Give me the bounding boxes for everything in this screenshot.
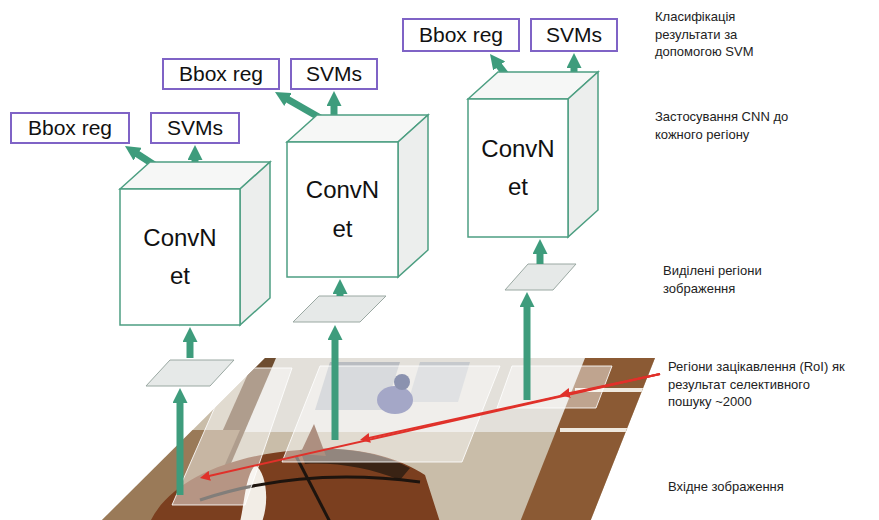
convnet-cube: ConvN et: [468, 72, 598, 237]
region-patch: [293, 296, 386, 322]
input-photo: [90, 350, 670, 520]
cube-front: ConvN et: [120, 189, 240, 325]
output-name: SVMs: [167, 116, 223, 139]
output-box: Bbox reg: [402, 18, 520, 52]
region-patch: [146, 360, 234, 386]
step-note: Регіони зацікавлення (RoI) як результат …: [668, 358, 856, 411]
flow-arrow: [332, 337, 339, 440]
flow-arrow: [177, 400, 184, 495]
photo-ground: [90, 350, 670, 520]
cube-face: [398, 115, 428, 277]
convnet-cube: ConvN et: [120, 162, 270, 325]
leader-line: [568, 374, 660, 393]
flow-arrow: [337, 291, 344, 296]
flow-arrow: [524, 304, 531, 400]
output-box: Bbox reg: [10, 112, 130, 144]
output-box: SVMs: [290, 58, 378, 90]
cube-face: [568, 72, 598, 237]
network-name: ConvN et: [301, 171, 385, 248]
photo-rail: [560, 428, 640, 432]
step-note: Класифікація результати за допомогою SVM: [655, 8, 767, 61]
cube-front: ConvN et: [468, 99, 568, 237]
step-note: Вхідне зображення: [668, 478, 848, 496]
step-note: Виділені регіони зображення: [663, 262, 789, 297]
roi-region: [172, 368, 292, 505]
harness: [296, 456, 330, 520]
convnet-cube: ConvN et: [287, 115, 428, 277]
cube-face: [287, 142, 398, 277]
output-box: SVMs: [150, 112, 240, 144]
output-name: Bbox reg: [179, 62, 263, 85]
roi-region: [282, 366, 500, 462]
output-box: Bbox reg: [162, 58, 280, 90]
output-name: SVMs: [546, 23, 602, 46]
output-name: Bbox reg: [419, 23, 503, 46]
flow-arrow: [187, 339, 194, 358]
cube-face: [120, 189, 240, 325]
region-patch: [505, 264, 576, 290]
cube-face: [240, 162, 270, 325]
leader-line: [208, 374, 660, 476]
output-name: SVMs: [306, 62, 362, 85]
cube-face: [468, 99, 568, 237]
output-box: SVMs: [530, 18, 618, 52]
output-name: Bbox reg: [28, 116, 112, 139]
cube-front: ConvN et: [287, 142, 398, 277]
network-name: ConvN et: [476, 130, 560, 207]
network-name: ConvN et: [138, 219, 222, 296]
leader-line: [368, 374, 660, 438]
flow-arrow: [537, 251, 544, 264]
step-note: Застосування CNN до кожного регіону: [655, 108, 797, 143]
